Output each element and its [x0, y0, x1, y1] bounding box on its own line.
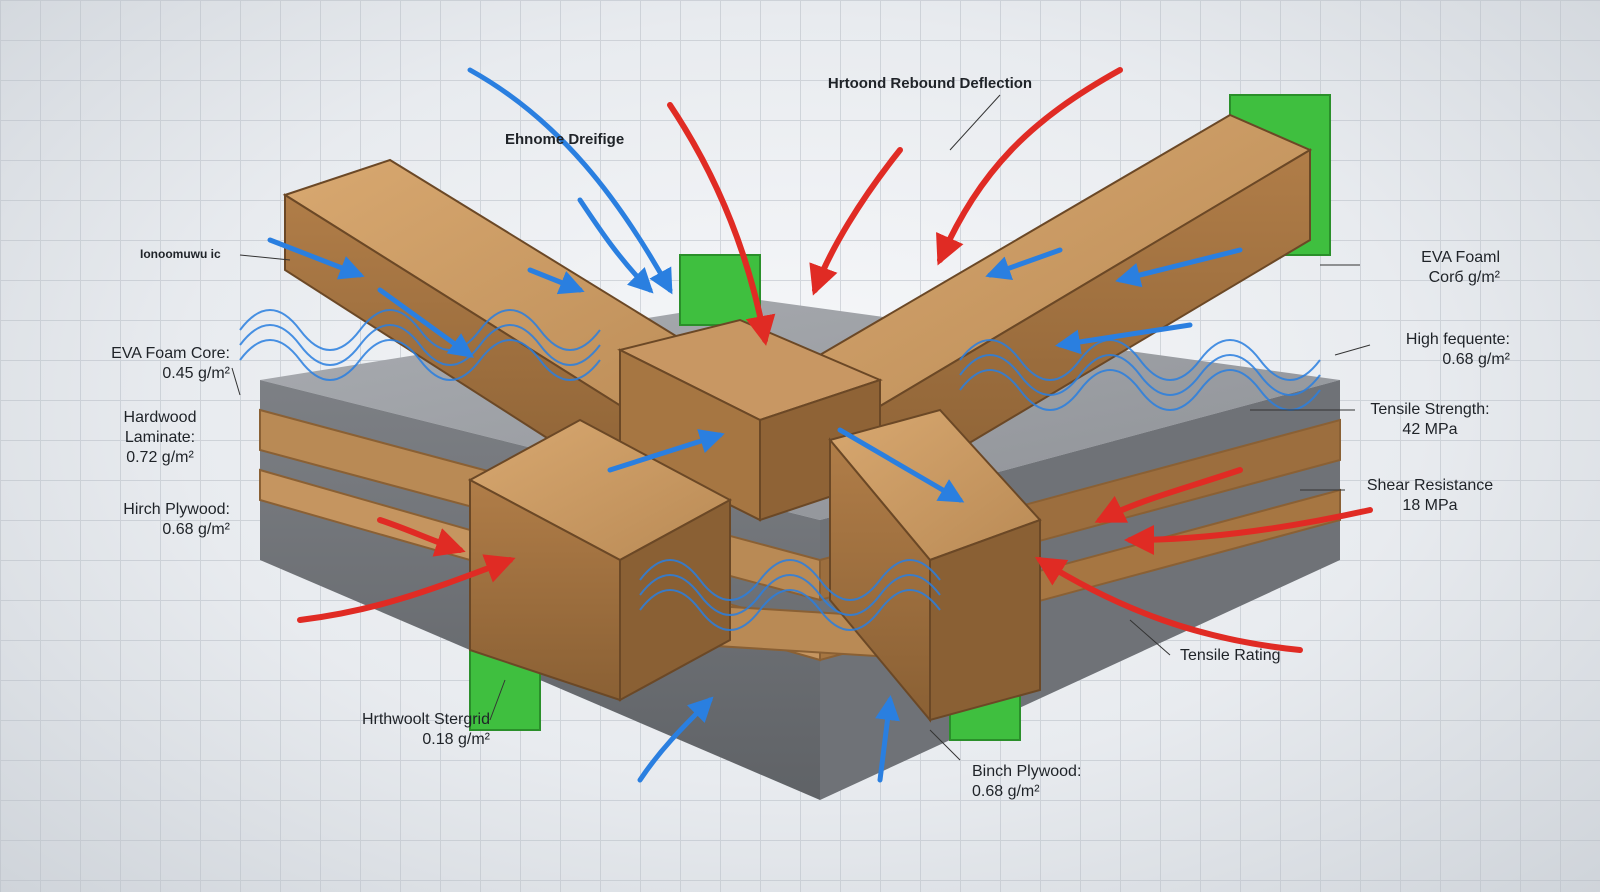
label-top-left: Ehnome Dreifige	[505, 131, 625, 148]
leader-lines	[231, 94, 1371, 761]
label-tensile-strength-line2: 42 MPa	[1402, 421, 1458, 438]
label-top-center: Hrtoond Rebound Deflection	[827, 75, 1033, 92]
arrow-icon	[267, 67, 1243, 783]
label-hardwood-line2: Laminate:	[124, 429, 196, 446]
label-bottom-left-line1: Hrthwoolt Stergrid	[361, 711, 490, 728]
label-shear-line2: 18 MPa	[1402, 497, 1458, 514]
label-left-small: Ionoomuwu ic	[140, 247, 221, 261]
label-shear-resistance: Shear Resistance 18 MPa	[1350, 476, 1510, 516]
label-eva-foam-left-line2: 0.45 g/m²	[162, 365, 230, 382]
label-bottom-left: Hrthwoolt Stergrid 0.18 g/m²	[320, 710, 490, 750]
label-hirch-line2: 0.68 g/m²	[162, 521, 230, 538]
label-high-frequency-line1: High fequente:	[1405, 331, 1510, 348]
wave-icon	[239, 309, 1321, 631]
label-tensile-rating: Tensile Rating	[1180, 647, 1281, 664]
label-bottom-left-line2: 0.18 g/m²	[422, 731, 490, 748]
label-eva-foam-left-line1: EVA Foam Core:	[111, 345, 230, 362]
label-eva-foam-right: EVA Foaml Corб g/m²	[1360, 248, 1500, 288]
label-hardwood-line3: 0.72 g/m²	[126, 449, 194, 466]
label-hirch-line1: Hirch Plywood:	[123, 501, 230, 518]
label-eva-foam-right-line2: Corб g/m²	[1428, 269, 1500, 286]
label-high-frequency: High fequente: 0.68 g/m²	[1370, 330, 1510, 370]
label-eva-foam-right-line1: EVA Foaml	[1421, 249, 1500, 266]
arrow-icon	[297, 67, 1373, 653]
label-hardwood-laminate: Hardwood Laminate: 0.72 g/m²	[100, 408, 220, 468]
label-tensile-strength: Tensile Strength: 42 MPa	[1355, 400, 1505, 440]
label-binch-line1: Binch Plywood:	[972, 763, 1082, 780]
wood-post-front-left	[467, 418, 733, 702]
label-shear-line1: Shear Resistance	[1366, 477, 1494, 494]
label-hirch-plywood: Hirch Plywood: 0.68 g/m²	[60, 500, 230, 540]
label-eva-foam-left: EVA Foam Core: 0.45 g/m²	[80, 344, 230, 384]
label-binch-line2: 0.68 g/m²	[972, 783, 1040, 800]
label-high-frequency-line2: 0.68 g/m²	[1442, 351, 1510, 368]
label-hardwood-line1: Hardwood	[123, 409, 197, 426]
label-binch-plywood: Binch Plywood: 0.68 g/m²	[972, 762, 1081, 802]
label-tensile-strength-line1: Tensile Strength:	[1370, 401, 1490, 418]
